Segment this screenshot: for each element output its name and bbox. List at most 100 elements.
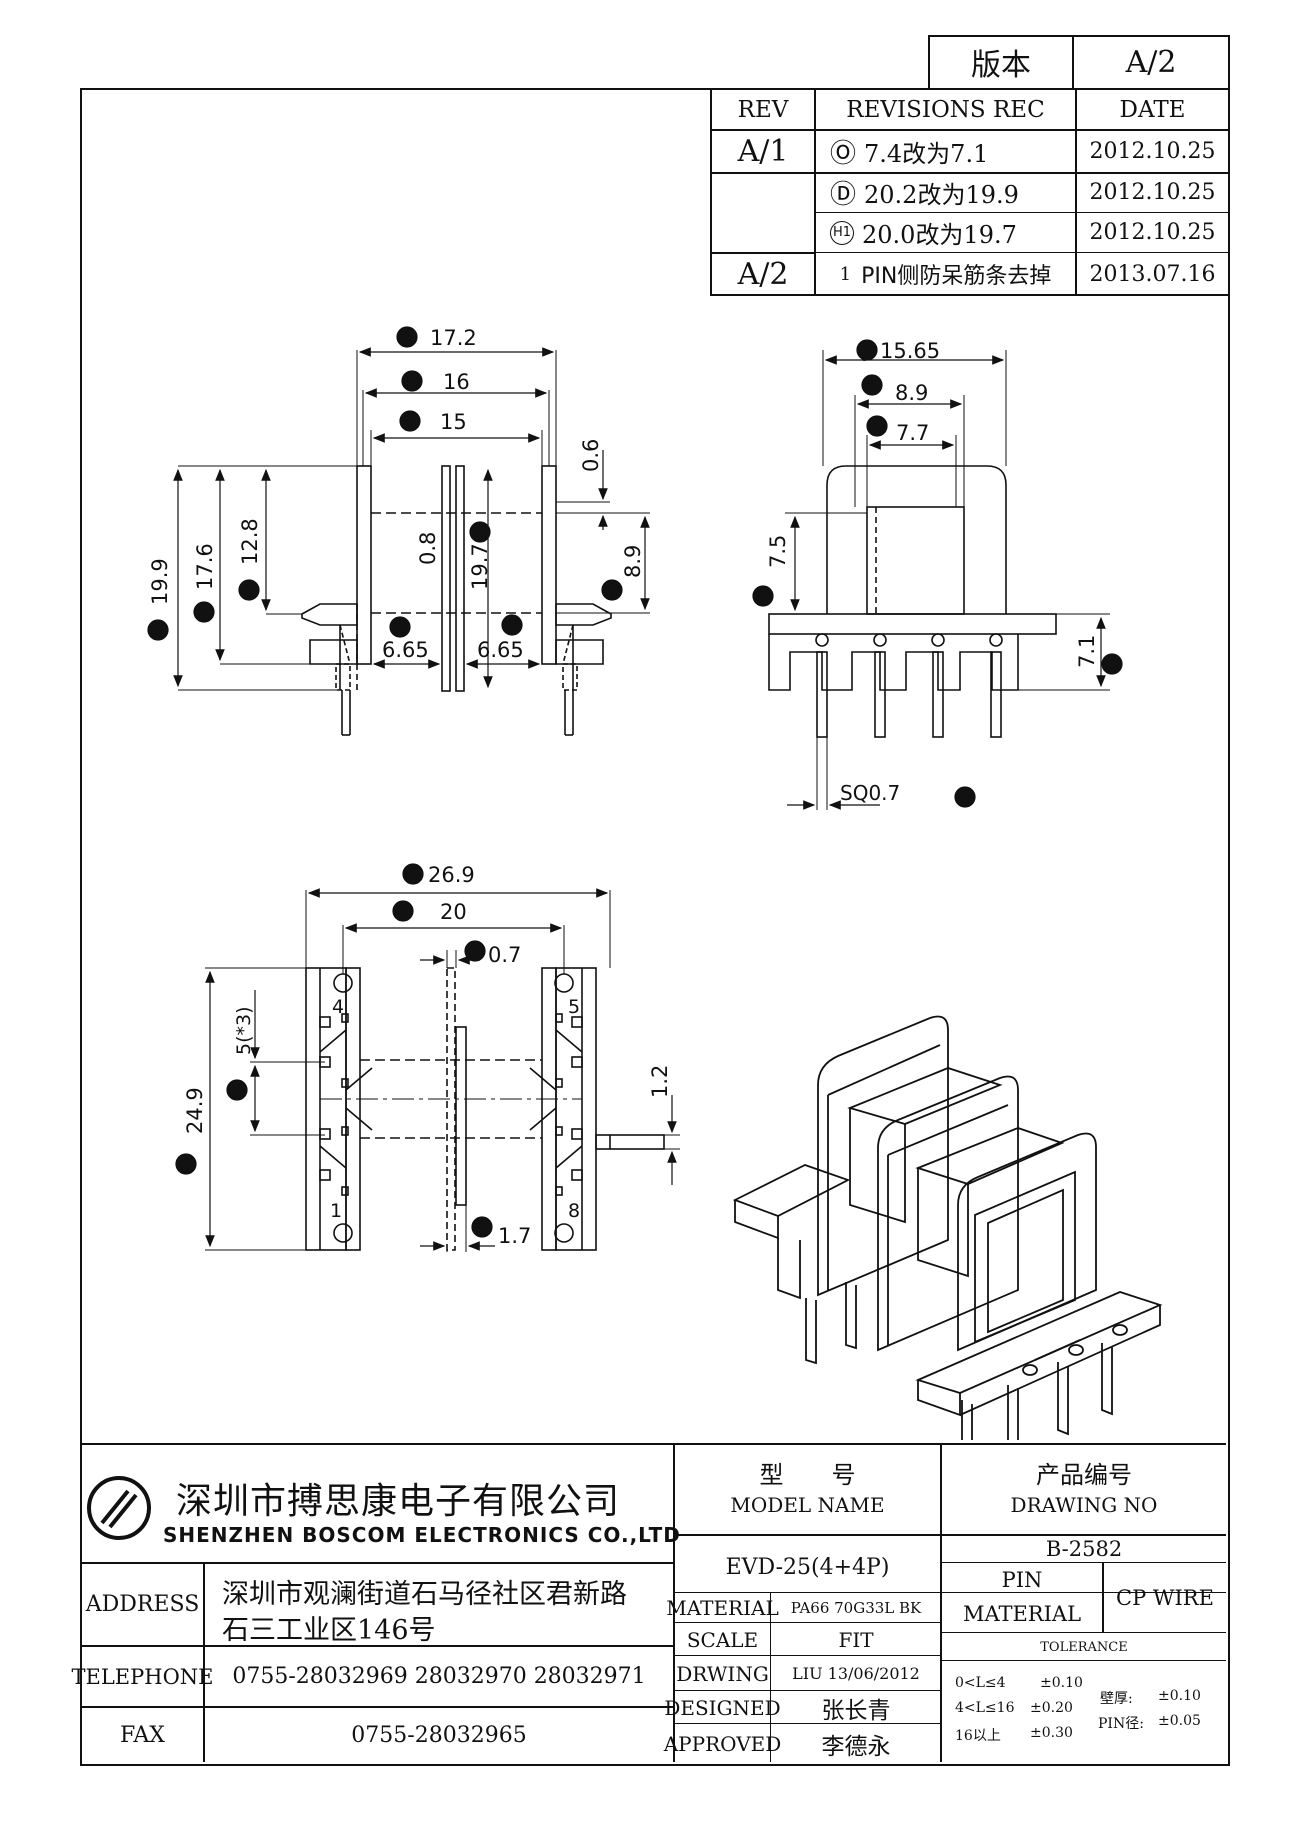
pin-number-8: 8 bbox=[568, 1200, 580, 1222]
wall-thickness-label: 壁厚: bbox=[1100, 1691, 1133, 1707]
dim-letter-d: D bbox=[151, 620, 166, 642]
revision-symbol: Ⓞ bbox=[830, 139, 857, 169]
tolerance-value-2: ±0.20 bbox=[1030, 1700, 1073, 1716]
designed-value: 张长青 bbox=[821, 1697, 891, 1724]
material-label: MATERIAL bbox=[666, 1596, 779, 1620]
fax-label: FAX bbox=[120, 1722, 165, 1748]
dim-d-value: 19.9 bbox=[148, 558, 172, 605]
fax-value: 0755-28032965 bbox=[351, 1722, 527, 1748]
pin-material-value: CP WIRE bbox=[1116, 1586, 1214, 1610]
dim-letter-l: L bbox=[872, 416, 883, 438]
rev-a1: A/1 bbox=[737, 134, 789, 169]
tolerance-value-1: ±0.10 bbox=[1040, 1675, 1083, 1691]
revision-symbol: Ⓓ bbox=[830, 180, 857, 210]
tolerance-value-3: ±0.30 bbox=[1030, 1725, 1073, 1741]
dim-s-value: 1.7 bbox=[498, 1224, 531, 1248]
drawing-by-label: DRWING bbox=[676, 1661, 769, 1686]
revision-date: 2012.10.25 bbox=[1089, 180, 1216, 205]
pin-number-4: 4 bbox=[332, 996, 344, 1018]
material-value: PA66 70G33L BK bbox=[790, 1599, 922, 1617]
approved-label: APPROVED bbox=[663, 1731, 782, 1756]
dim-letter-g: G bbox=[393, 617, 408, 639]
revision-symbol: 1 bbox=[839, 263, 852, 285]
dim-m-value: 7.5 bbox=[766, 535, 790, 568]
revision-text: H1 20.0改为19.7 bbox=[830, 213, 1075, 252]
model-value: EVD-25(4+4P) bbox=[725, 1554, 890, 1580]
designed-label: DESIGNED bbox=[664, 1695, 781, 1720]
dim-i-value: 8.9 bbox=[621, 545, 645, 578]
dim-k-value: 8.9 bbox=[895, 381, 928, 405]
drawing-frame bbox=[80, 88, 1230, 1766]
dim-letter-j: J bbox=[863, 340, 870, 362]
revision-date: 2012.10.25 bbox=[1089, 220, 1216, 245]
company-name-cn: 深圳市搏思康电子有限公司 bbox=[176, 1481, 621, 1522]
dim-e-value: 17.6 bbox=[193, 543, 217, 590]
tolerance-label: TOLERANCE bbox=[1040, 1639, 1128, 1655]
rev-header: REV bbox=[737, 96, 789, 123]
revision-date: 2012.10.25 bbox=[1089, 139, 1216, 164]
company-name-en: SHENZHEN BOSCOM ELECTRONICS CO.,LTD bbox=[163, 1523, 681, 1547]
dim-t-value: 0.7 bbox=[488, 943, 521, 967]
address-line-2: 石三工业区146号 bbox=[222, 1615, 436, 1646]
revision-date: 2013.07.16 bbox=[1089, 261, 1216, 287]
dim-tab-value: 1.2 bbox=[648, 1065, 672, 1098]
dim-letter-s: S bbox=[476, 1217, 488, 1239]
dim-letter-h1: H1 bbox=[473, 529, 487, 540]
drawing-no-value: B-2582 bbox=[1045, 1537, 1123, 1561]
tolerance-range-2: 4<L≤16 bbox=[955, 1700, 1015, 1716]
version-value: A/2 bbox=[1125, 44, 1177, 80]
version-label: 版本 bbox=[971, 48, 1031, 83]
dim-h-value: 6.65 bbox=[477, 638, 524, 662]
dim-letter-m: M bbox=[755, 586, 771, 608]
scale-value: FIT bbox=[838, 1627, 874, 1652]
drawing-by-value: LIU 13/06/2012 bbox=[792, 1664, 920, 1683]
dim-r-value: 5(*3) bbox=[233, 1006, 255, 1055]
dim-a-value: 17.2 bbox=[430, 326, 477, 350]
dim-letter-n: N bbox=[958, 787, 972, 809]
front-view: A 17.2 B 16 C 15 D 19.9 E 17.6 F 12.8 G … bbox=[147, 326, 650, 736]
scale-label: SCALE bbox=[686, 1627, 759, 1652]
address-line-1: 深圳市观澜街道石马径社区君新路 bbox=[222, 1579, 627, 1610]
drawing-no-label-en: DRAWING NO bbox=[1010, 1493, 1158, 1517]
dim-letter-p: P bbox=[397, 901, 408, 923]
dim-letter-c: C bbox=[403, 411, 416, 433]
dim-letter-e: E bbox=[198, 602, 210, 624]
approved-value: 李德永 bbox=[821, 1733, 891, 1760]
revision-text: Ⓞ 7.4改为7.1 bbox=[830, 131, 1075, 172]
tolerance-range-3: 16以上 bbox=[955, 1728, 1001, 1744]
dim-p-value: 20 bbox=[440, 900, 467, 924]
model-label-cn: 型 号 bbox=[759, 1460, 856, 1489]
telephone-value: 0755-28032969 28032970 28032971 bbox=[232, 1664, 646, 1689]
isometric-view bbox=[732, 1015, 1163, 1440]
dim-o-side-value: 7.1 bbox=[1075, 635, 1099, 668]
pin-diameter-value: ±0.05 bbox=[1158, 1713, 1201, 1729]
dim-f-value: 12.8 bbox=[238, 518, 262, 565]
dim-0-8-value: 0.8 bbox=[416, 532, 440, 565]
dim-l-value: 7.7 bbox=[896, 421, 929, 445]
revisions-rec-header: REVISIONS REC bbox=[846, 96, 1045, 123]
model-label-en: MODEL NAME bbox=[730, 1493, 885, 1517]
dim-letter-k: K bbox=[866, 375, 879, 397]
pin-diameter-label: PIN径: bbox=[1098, 1716, 1144, 1732]
pin-material-label-1: PIN bbox=[1001, 1568, 1043, 1592]
dim-h1-value: 19.7 bbox=[468, 543, 492, 590]
drawing-no-label-cn: 产品编号 bbox=[1036, 1460, 1132, 1489]
dim-n-value: SQ0.7 bbox=[840, 781, 900, 805]
dim-b-value: 16 bbox=[443, 370, 470, 394]
tolerance-range-1: 0<L≤4 bbox=[955, 1675, 1006, 1691]
pin-material-label-2: MATERIAL bbox=[962, 1602, 1082, 1626]
date-header: DATE bbox=[1119, 96, 1186, 123]
revision-text: Ⓓ 20.2改为19.9 bbox=[830, 173, 1075, 212]
pin-number-5: 5 bbox=[568, 996, 580, 1018]
dim-0-6-value: 0.6 bbox=[579, 439, 603, 472]
company-logo bbox=[86, 1475, 152, 1541]
address-label: ADDRESS bbox=[85, 1592, 200, 1617]
wall-thickness-value: ±0.10 bbox=[1158, 1688, 1201, 1704]
dim-letter-t: T bbox=[468, 941, 481, 963]
dim-j-value: 15.65 bbox=[880, 339, 940, 363]
dim-letter-h: H bbox=[505, 615, 519, 637]
dim-q-value: 24.9 bbox=[183, 1087, 207, 1134]
dim-o-value: 26.9 bbox=[428, 863, 475, 887]
bottom-view: O 26.9 P 20 T 0.7 R 5(*3) Q 24.9 S 1.7 1… bbox=[175, 863, 680, 1252]
rev-a2: A/2 bbox=[737, 256, 789, 292]
